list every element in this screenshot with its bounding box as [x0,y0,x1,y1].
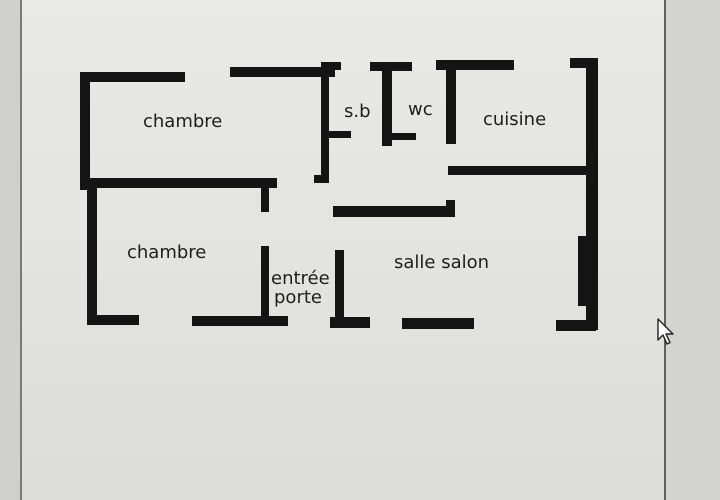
wall-top-left [80,72,185,82]
wall-sb-left-top [321,62,341,70]
room-label-kitchen: cuisine [483,109,547,130]
wall-top-middle [230,67,335,77]
wall-right-inner [578,236,586,306]
wall-salon-top [333,206,455,217]
room-label-living-room: salle salon [394,252,490,273]
wall-bottom-3 [330,317,370,328]
wall-bottom-1 [87,315,139,325]
wall-sb-wc-divider [382,62,392,146]
room-label-bedroom-top: chambre [143,111,223,132]
wall-left-upper [80,72,90,190]
wall-bottom-2 [192,316,288,326]
wall-right [586,58,598,330]
wall-bottom-4 [402,318,474,329]
wall-top-right [570,58,596,68]
room-label-toilet: wc [408,99,433,120]
room-label-entrance-line1: entrée [271,268,330,289]
wall-bottom-5 [556,320,596,331]
wall-entrance-right [335,250,344,326]
wall-wc-bottom [382,133,416,140]
wall-bedroom-divider [87,178,277,188]
wall-left-lower [87,182,97,324]
monitor-bezel-left [0,0,22,500]
wall-sb-left-foot [314,175,329,183]
wall-entrance-left [261,246,269,324]
room-label-entrance-line2: porte [274,287,322,308]
wall-top-kitchen [436,60,514,70]
wall-divider-stub [261,178,269,212]
wall-wc-right-top [436,60,456,68]
room-label-bedroom-bottom: chambre [127,242,207,263]
monitor-bezel-right [664,0,720,500]
mouse-pointer-icon [657,318,674,345]
wall-sb-left-vertical [321,67,329,182]
room-label-bathroom: s.b [344,101,371,122]
wall-sb-bottom [329,131,351,138]
wall-salon-top-stub [446,200,455,216]
wall-wc-right [446,60,456,144]
wall-kitchen-bottom [448,166,590,175]
